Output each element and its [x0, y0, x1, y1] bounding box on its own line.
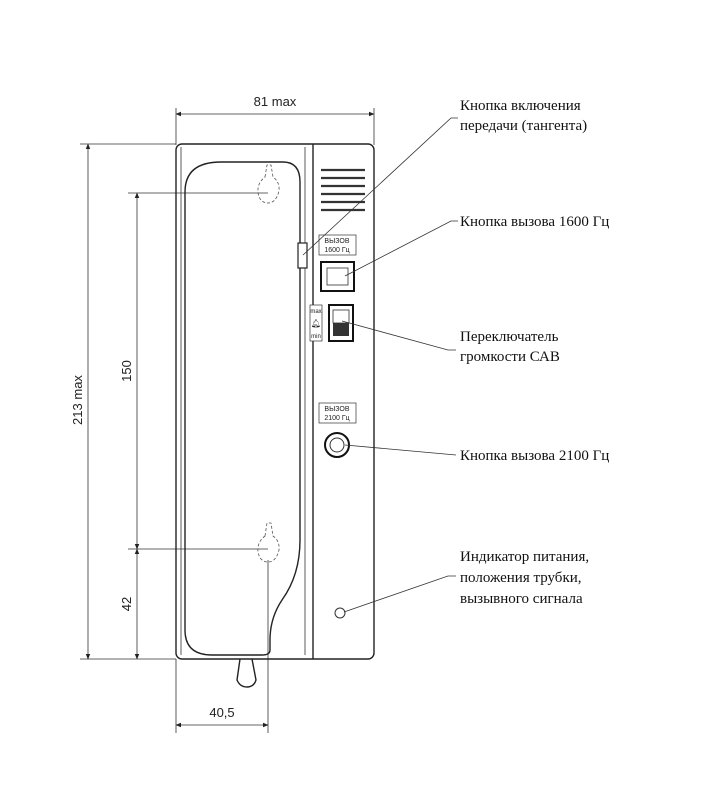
ptt-callout-line1: Кнопка включения: [460, 98, 581, 114]
call-2100-label-box: [318, 402, 357, 424]
ptt-callout-line2: передачи (тангента): [460, 118, 587, 134]
speaker-grille: [321, 168, 365, 212]
call-1600-label-line2: 1600 Гц: [324, 247, 349, 254]
ptt-button[interactable]: [297, 242, 308, 269]
indicator-callout-line2: положения трубки,: [460, 570, 582, 586]
mounting-hole-top: [257, 164, 280, 204]
call-1600-callout: Кнопка вызова 1600 Гц: [460, 214, 609, 230]
handset-outline: [184, 161, 301, 656]
indicator-leader: [343, 575, 456, 613]
device-body: [175, 143, 375, 660]
call-2100-label-line1: ВЫЗОВ: [324, 406, 349, 413]
call-1600-label-line1: ВЫЗОВ: [324, 238, 349, 245]
ptt-leader: [302, 117, 458, 256]
mounting-hole-bottom: [257, 522, 280, 563]
call-1600-leader: [344, 220, 458, 277]
call-2100-callout: Кнопка вызова 2100 Гц: [460, 448, 609, 464]
width-bottom-label: 40,5: [209, 705, 234, 720]
hole-bottom-label: 42: [119, 597, 134, 611]
bell-icon: 🔔︎: [311, 318, 321, 328]
volume-callout-line2: громкости САВ: [460, 349, 560, 365]
indicator-led: [334, 607, 346, 619]
width-top-label: 81 max: [254, 94, 297, 109]
height-total-label: 213 max: [70, 375, 85, 425]
volume-leader: [341, 320, 456, 351]
volume-min-label: min: [311, 334, 321, 340]
call-2100-button[interactable]: [324, 432, 350, 458]
hole-spacing-label: 150: [119, 360, 134, 382]
volume-max-label: max: [310, 309, 321, 315]
handset-cord: [236, 658, 257, 688]
volume-callout-line1: Переключатель: [460, 329, 559, 345]
call-2100-label-line2: 2100 Гц: [324, 415, 349, 422]
call-2100-leader: [344, 444, 457, 456]
indicator-callout-line3: вызывного сигнала: [460, 591, 583, 607]
call-1600-label-box: [318, 234, 357, 256]
indicator-callout-line1: Индикатор питания,: [460, 549, 589, 565]
